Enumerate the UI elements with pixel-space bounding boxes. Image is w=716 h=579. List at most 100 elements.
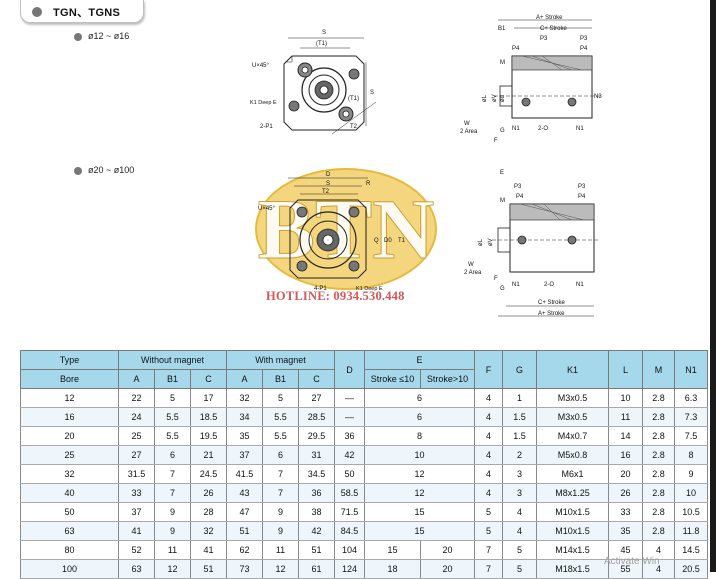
table-cell: 36 xyxy=(297,483,336,503)
dim-A-stroke: A+ Stroke xyxy=(536,15,563,21)
dim-T1: T1 xyxy=(398,238,406,244)
window-border xyxy=(710,0,716,572)
btn-watermark: BTN xyxy=(255,168,437,290)
table-cell: 1.5 xyxy=(502,407,538,427)
table-cell: M14x1.5 xyxy=(536,540,610,560)
table-cell: 5.5 xyxy=(154,407,191,427)
activate-windows-overlay: Activate Win xyxy=(604,556,660,567)
table-cell: 28.5 xyxy=(297,407,336,427)
table-cell: 5 xyxy=(474,521,504,541)
dim-P4: P4 xyxy=(512,46,520,52)
table-cell: 6.3 xyxy=(674,388,709,408)
dim-4P1: 4-P1 xyxy=(314,286,327,292)
dim-K1: K1 Deep E xyxy=(356,286,383,292)
table-cell: 5 xyxy=(154,388,191,408)
table-cell: 8 xyxy=(674,445,709,465)
dim-L: øL xyxy=(482,94,488,102)
table-cell: 43 xyxy=(226,483,263,503)
dim-S: S xyxy=(322,30,326,36)
dim-U: U×45° xyxy=(252,63,270,69)
table-cell: — xyxy=(334,388,366,408)
table-cell: M10x1.5 xyxy=(536,521,610,541)
table-cell: 20 xyxy=(420,540,476,560)
table-cell: 6 xyxy=(154,445,191,465)
table-cell: 5.5 xyxy=(262,407,299,427)
dimension-table: Type Without magnet With magnet D E F G … xyxy=(20,350,709,579)
table-cell: 4 xyxy=(642,540,676,560)
table-cell: 7.5 xyxy=(674,426,709,446)
table-cell: 50 xyxy=(20,502,119,522)
header-C: C xyxy=(190,369,227,389)
table-cell: 41 xyxy=(118,521,155,541)
table-cell: 1 xyxy=(502,388,538,408)
table-cell: 3 xyxy=(502,483,538,503)
dim-P4: P4 xyxy=(516,194,524,200)
table-cell: — xyxy=(334,407,366,427)
table-cell: 10.5 xyxy=(674,502,709,522)
table-cell: 4 xyxy=(474,407,504,427)
header-G: G xyxy=(502,350,538,389)
small-front-view-drawing: S (T1) U×45° S (T1) K1 Deep E 2-P1 T2 xyxy=(250,30,377,135)
size-range-large-label: ø20 ~ ø100 xyxy=(88,165,135,175)
table-cell: 19.5 xyxy=(190,426,227,446)
table-cell: 14.5 xyxy=(674,540,709,560)
table-cell: 9 xyxy=(262,521,299,541)
series-title: TGN、TGNS xyxy=(53,7,121,19)
dim-G: G xyxy=(500,128,505,134)
table-cell: 42 xyxy=(334,445,366,465)
table-cell: 16 xyxy=(608,445,644,465)
table-cell: 38 xyxy=(297,502,336,522)
dim-T1: (T1) xyxy=(316,41,327,47)
table-cell: 18.5 xyxy=(190,407,227,427)
header-L: L xyxy=(608,350,644,389)
header-without-magnet: Without magnet xyxy=(118,350,227,370)
table-cell: 26 xyxy=(190,483,227,503)
table-cell: 4 xyxy=(502,502,538,522)
dim-N3: N3 xyxy=(594,94,602,100)
table-cell: M5x0.8 xyxy=(536,445,610,465)
table-cell: 37 xyxy=(118,502,155,522)
header-A-magnet: A xyxy=(226,369,263,389)
table-cell: 41.5 xyxy=(226,464,263,484)
table-cell: 41 xyxy=(190,540,227,560)
table-cell: 17 xyxy=(190,388,227,408)
dim-O: 2-O xyxy=(538,126,548,132)
dim-F: F xyxy=(494,138,498,144)
header-E: E xyxy=(364,350,476,370)
dim-V: øV xyxy=(488,238,494,246)
header-B1-magnet: B1 xyxy=(262,369,299,389)
header-type: Type xyxy=(20,350,119,370)
dim-S: S xyxy=(326,181,330,187)
dim-T2: T2 xyxy=(322,189,330,195)
table-cell: 5.5 xyxy=(154,426,191,446)
dim-F: F xyxy=(494,276,498,282)
table-cell: 61 xyxy=(297,559,336,579)
hotline-text: HOTLINE: 0934.530.448 xyxy=(266,289,405,303)
table-cell: 124 xyxy=(334,559,366,579)
header-B1: B1 xyxy=(154,369,191,389)
table-subheader-row: Bore A B1 C A B1 C Stroke ≤10 Stroke>10 xyxy=(20,369,708,389)
table-cell: 5 xyxy=(474,502,504,522)
table-cell: 7 xyxy=(474,559,504,579)
table-cell: 4 xyxy=(474,388,504,408)
table-cell: 7 xyxy=(154,483,191,503)
table-cell: 62 xyxy=(226,540,263,560)
table-cell: 12 xyxy=(20,388,119,408)
table-cell: 10 xyxy=(608,388,644,408)
table-cell: 27 xyxy=(118,445,155,465)
table-cell: M3x0.5 xyxy=(536,407,610,427)
table-cell: 5 xyxy=(502,559,538,579)
dim-D: D xyxy=(326,172,331,178)
header-with-magnet: With magnet xyxy=(225,350,336,370)
table-cell: 63 xyxy=(20,521,119,541)
table-cell: 12 xyxy=(364,483,476,503)
table-cell: 51 xyxy=(226,521,263,541)
table-cell: 25 xyxy=(20,445,119,465)
table-cell: 35 xyxy=(226,426,263,446)
table-cell: 25 xyxy=(118,426,155,446)
dim-Q: Q xyxy=(374,238,379,244)
table-cell: 20 xyxy=(608,464,644,484)
table-cell: 15 xyxy=(364,521,476,541)
